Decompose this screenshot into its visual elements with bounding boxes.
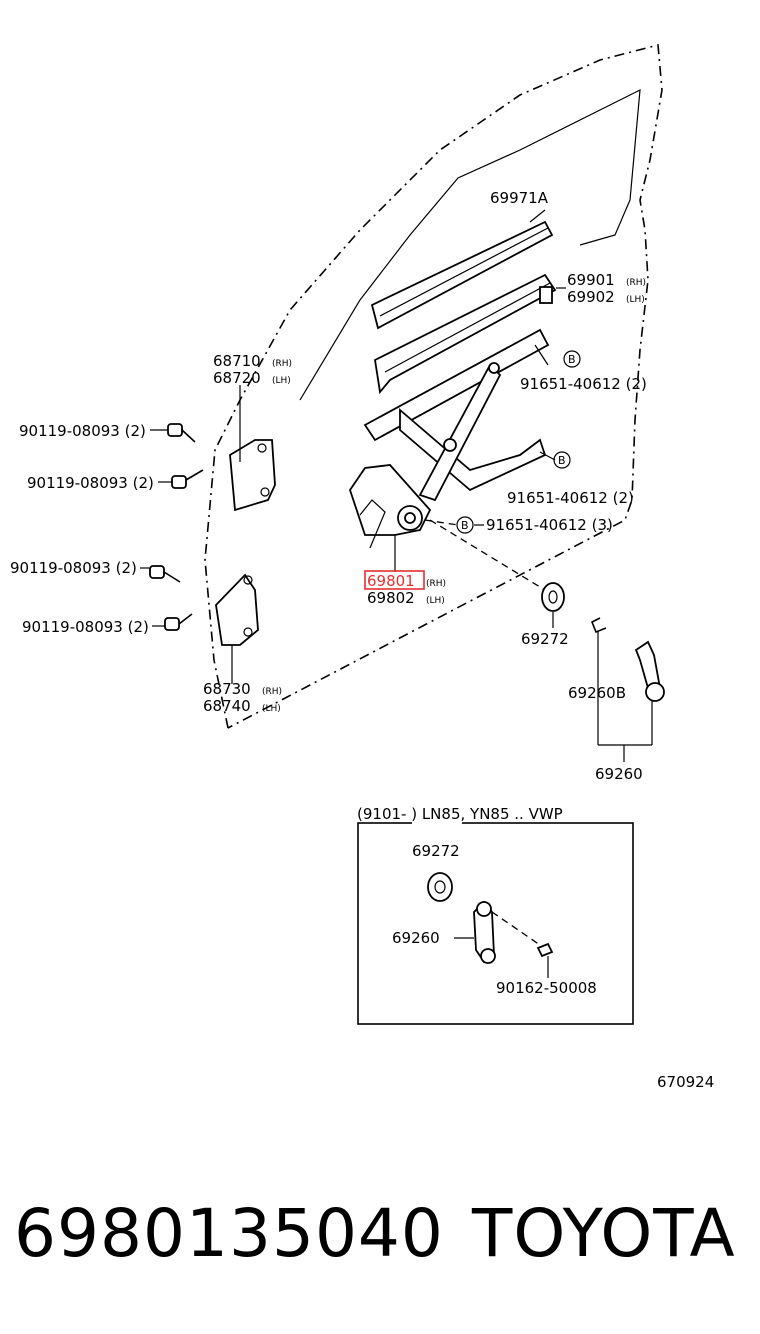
label-69901-rh: (RH) [626, 278, 646, 288]
label-90119-b: 90119-08093 (2) [27, 474, 154, 492]
figure-number: 670924 [657, 1073, 714, 1091]
label-90119-d: 90119-08093 (2) [22, 618, 149, 636]
bolt-3-icon [149, 565, 181, 583]
bolt-4-icon [164, 613, 193, 631]
brand-name: TOYOTA [472, 1195, 736, 1272]
washer-69272-icon [541, 582, 565, 612]
inset-box [357, 815, 634, 1025]
regulator-arms [363, 328, 550, 502]
highlight-box-69801 [364, 570, 425, 590]
label-69901: 69901 [567, 271, 615, 289]
svg-text:B: B [558, 454, 566, 467]
b-marker-3: B [456, 516, 474, 534]
window-handle-icon [634, 640, 665, 702]
label-91651-b: 91651-40612 (2) [507, 489, 634, 507]
inset-label-90162: 90162-50008 [496, 979, 597, 997]
lower-hinge-part [215, 573, 259, 684]
window-channel-part [374, 273, 557, 395]
svg-text:B: B [461, 519, 469, 532]
label-68730: 68730 [203, 680, 251, 698]
label-69802: 69802 [367, 589, 415, 607]
inset-label-69272: 69272 [412, 842, 460, 860]
label-69802-lh: (LH) [426, 596, 445, 606]
label-90119-a: 90119-08093 (2) [19, 422, 146, 440]
footer: 6980135040 TOYOTA [14, 1195, 754, 1275]
b-marker-2: B [553, 451, 571, 469]
label-68710: 68710 [213, 352, 261, 370]
door-outline [204, 43, 663, 729]
inset-washer-icon [427, 872, 453, 902]
label-69902: 69902 [567, 288, 615, 306]
regulator-gear-part [349, 464, 432, 549]
upper-hinge-part [229, 385, 276, 512]
label-91651-c: 91651-40612 (3) [486, 516, 613, 534]
bolt-2-icon [171, 469, 204, 489]
label-69260B: 69260B [568, 684, 626, 702]
bolt-1-icon [167, 423, 196, 443]
label-69801-rh: (RH) [426, 579, 446, 589]
label-68740: 68740 [203, 697, 251, 715]
label-68710-rh: (RH) [272, 359, 292, 369]
clip-icon [590, 617, 607, 634]
inset-header: (9101- ) LN85, YN85 .. VWP [357, 805, 563, 823]
part-number: 6980135040 [14, 1195, 444, 1272]
label-68730-rh: (RH) [262, 687, 282, 697]
label-69272: 69272 [521, 630, 569, 648]
label-69902-lh: (LH) [626, 295, 645, 305]
inset-handle-icon [473, 900, 496, 964]
inset-label-69260: 69260 [392, 929, 440, 947]
inset-screw-icon [536, 942, 554, 958]
window-frame [299, 88, 641, 401]
label-68720-lh: (LH) [272, 376, 291, 386]
run-channel-part [370, 220, 554, 330]
label-90119-c: 90119-08093 (2) [10, 559, 137, 577]
label-91651-a: 91651-40612 (2) [520, 375, 647, 393]
label-69801: 69801 [367, 572, 415, 590]
label-68740-lh: (LH) [262, 704, 281, 714]
svg-text:B: B [568, 353, 576, 366]
label-68720: 68720 [213, 369, 261, 387]
label-69260: 69260 [595, 765, 643, 783]
b-marker-1: B [563, 350, 581, 368]
label-69971A: 69971A [490, 189, 549, 207]
